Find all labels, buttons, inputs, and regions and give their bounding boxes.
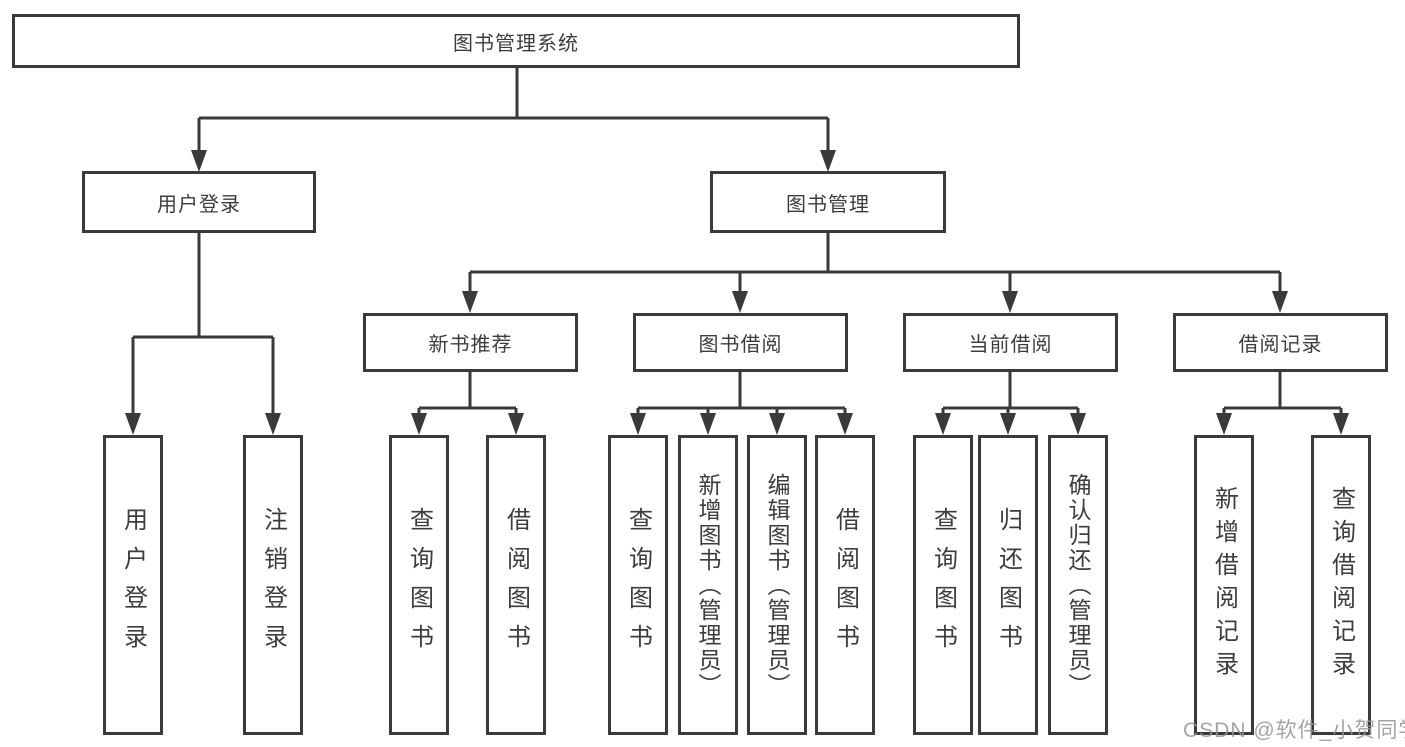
leaf-label: 注销登录: [259, 507, 287, 663]
node-current-borrowing: 当前借阅: [903, 313, 1118, 372]
leaf-label: 新增图书（管理员）: [695, 472, 721, 698]
leaf-query-books-recommend: 查询图书: [389, 435, 449, 735]
leaf-label: 新增借阅记录: [1210, 486, 1238, 684]
leaf-user-login: 用户登录: [103, 435, 163, 735]
leaf-add-books-admin: 新增图书（管理员）: [678, 435, 738, 735]
leaf-edit-books-admin: 编辑图书（管理员）: [747, 435, 807, 735]
leaf-label: 确认归还（管理员）: [1065, 472, 1091, 698]
node-new-book-recommendation: 新书推荐: [363, 313, 578, 372]
node-label: 用户登录: [157, 193, 241, 216]
leaf-label: 归还图书: [994, 507, 1022, 663]
node-book-borrowing: 图书借阅: [633, 313, 848, 372]
watermark-text: CSDN @软件_小贺同学: [1183, 719, 1405, 742]
leaf-label: 查询图书: [405, 507, 433, 663]
leaf-query-borrow-record: 查询借阅记录: [1311, 435, 1371, 735]
leaf-label: 查询图书: [624, 507, 652, 663]
node-borrowing-records: 借阅记录: [1173, 313, 1388, 372]
leaf-confirm-return-admin: 确认归还（管理员）: [1048, 435, 1108, 735]
leaf-label: 借阅图书: [831, 507, 859, 663]
leaf-add-borrow-record: 新增借阅记录: [1194, 435, 1254, 735]
node-book-management: 图书管理: [710, 171, 946, 233]
leaf-label: 查询借阅记录: [1327, 486, 1355, 684]
leaf-query-books-current: 查询图书: [913, 435, 973, 735]
node-label: 图书管理系统: [453, 32, 579, 55]
leaf-borrow-books-borrowing: 借阅图书: [815, 435, 875, 735]
node-library-management-system: 图书管理系统: [12, 14, 1020, 68]
leaf-return-books: 归还图书: [978, 435, 1038, 735]
node-label: 借阅记录: [1238, 334, 1323, 356]
node-label: 当前借阅: [968, 334, 1053, 356]
leaf-label: 查询图书: [929, 507, 957, 663]
node-label: 图书管理: [786, 193, 870, 216]
leaf-query-books-borrowing: 查询图书: [608, 435, 668, 735]
node-user-login: 用户登录: [82, 171, 316, 233]
leaf-label: 借阅图书: [502, 507, 530, 663]
leaf-borrow-books-recommend: 借阅图书: [486, 435, 546, 735]
leaf-label: 编辑图书（管理员）: [764, 472, 790, 698]
node-label: 图书借阅: [698, 334, 783, 356]
leaf-logout-login: 注销登录: [243, 435, 303, 735]
node-label: 新书推荐: [428, 334, 513, 356]
leaf-label: 用户登录: [119, 507, 147, 663]
